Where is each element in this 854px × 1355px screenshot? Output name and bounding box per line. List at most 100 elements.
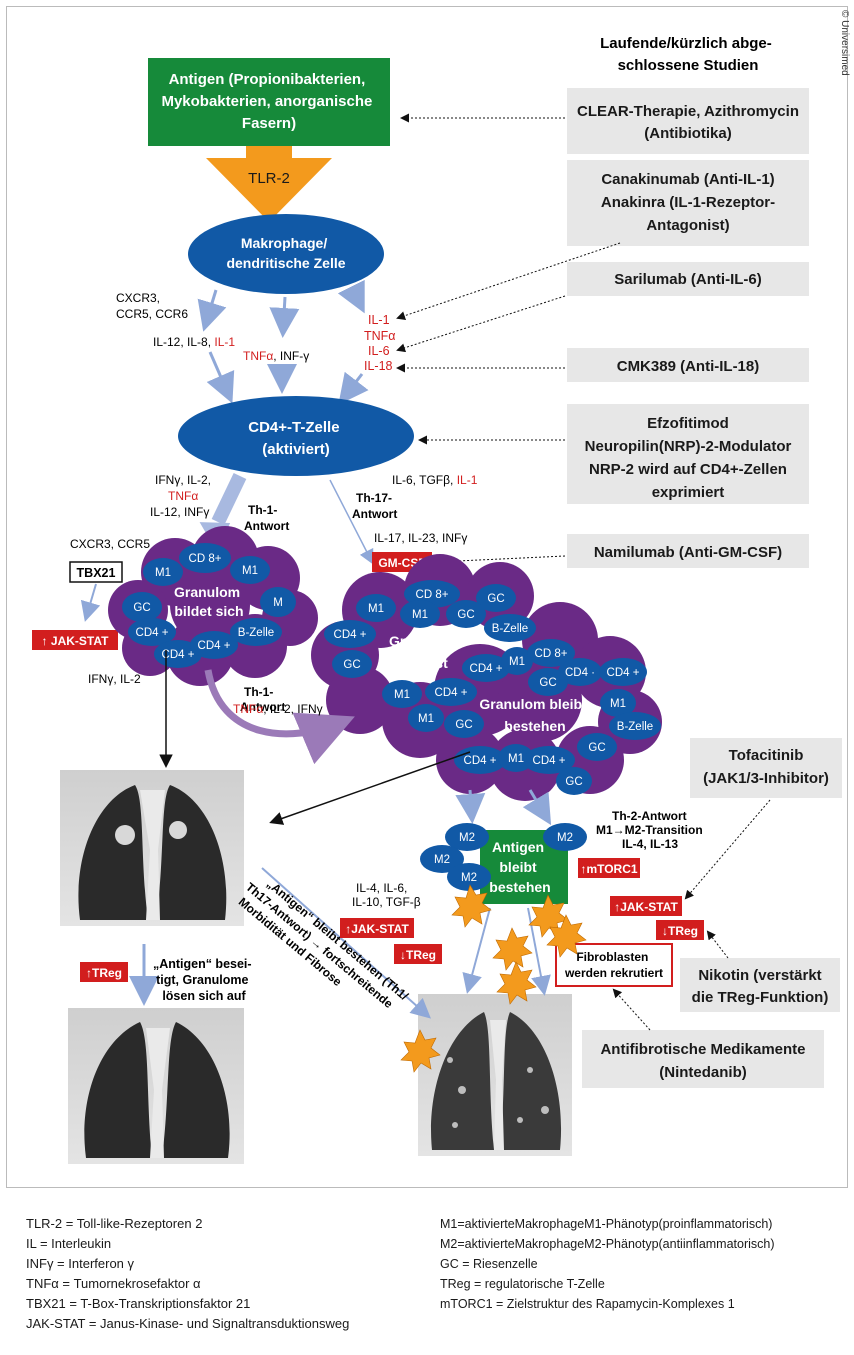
svg-text:CD4 +: CD4 +: [198, 640, 231, 652]
study-antifibrotic: Antifibrotische Medikamente(Nintedanib): [582, 1030, 824, 1088]
svg-text:CLEAR-Therapie, Azithromycin(A: CLEAR-Therapie, Azithromycin(Antibiotika…: [577, 103, 799, 142]
svg-text:GC: GC: [457, 609, 474, 621]
cytokines-left: IL-12, IL-8, IL-1: [153, 335, 235, 349]
svg-text:M2: M2: [557, 832, 573, 844]
ifn-il2-label: IFNγ, IL-2: [88, 672, 141, 686]
fibroblasts-label: Fibroblasten werden rekrutiert: [564, 950, 663, 980]
svg-text:CD4 +: CD4 +: [334, 629, 367, 641]
studies-heading: Laufende/kürzlich abge- schlossene Studi…: [600, 35, 776, 74]
macrophage-cell: [188, 214, 384, 294]
svg-text:CD4 +: CD4 +: [607, 667, 640, 679]
jak-stat-badge-right: [610, 896, 682, 916]
treg-badge-left: [80, 962, 128, 982]
arrow-to-cd4-right: [338, 371, 369, 405]
svg-text:M1: M1: [418, 713, 434, 725]
legend-item: TNFα = Tumornekrosefaktor α: [26, 1276, 201, 1291]
svg-text:CD4 +: CD4 +: [533, 755, 566, 767]
arrow-mac-right: [337, 279, 365, 314]
tbx21-box: [69, 561, 123, 583]
svg-text:CMK389 (Anti-IL-18): CMK389 (Anti-IL-18): [617, 358, 760, 375]
th1-cytokines: IFNγ, IL-2, TNFα IL-12, INFγ: [150, 473, 214, 519]
tbx21-arrow: [80, 583, 101, 622]
study-clear: CLEAR-Therapie, Azithromycin(Antibiotika…: [567, 88, 809, 154]
svg-text:Canakinumab (Anti-IL-1)Anakinr: Canakinumab (Anti-IL-1)Anakinra (IL-1-Re…: [601, 171, 775, 234]
granuloma-left-cells: [122, 543, 296, 668]
svg-text:M: M: [273, 597, 283, 609]
fibrosis-burst-icons: [400, 884, 587, 1073]
svg-text:M1: M1: [509, 656, 525, 668]
svg-text:Sarilumab (Anti-IL-6): Sarilumab (Anti-IL-6): [614, 271, 762, 288]
granuloma-right-title: Granulom wächst: [389, 633, 459, 671]
legend-item: INFγ = Interferon γ: [26, 1256, 135, 1271]
tbx21-label: TBX21: [77, 566, 116, 580]
th1-curved-arrow: [204, 669, 355, 765]
antigen-persists-label: Antigen bleibt bestehen: [489, 839, 550, 895]
svg-text:GC: GC: [588, 742, 605, 754]
m2-cells: [420, 823, 587, 891]
svg-text:GC: GC: [565, 776, 582, 788]
arrow-mac-left: [197, 289, 227, 332]
th17-answer: Th-17- Antwort: [352, 491, 397, 521]
cd4-t-cell: [178, 396, 414, 476]
jak-stat-label-left: ↑ JAK-STAT: [42, 634, 110, 648]
svg-text:Tofacitinib(JAK1/3-Inhibitor): Tofacitinib(JAK1/3-Inhibitor): [703, 747, 829, 787]
jak-stat-label-right: ↑JAK-STAT: [614, 900, 678, 914]
svg-text:M1: M1: [610, 698, 626, 710]
arrow-to-lung-3b: [527, 907, 551, 996]
svg-text:M1: M1: [394, 689, 410, 701]
arrow-to-cd4-left: [206, 351, 235, 404]
study-canakinumab: Canakinumab (Anti-IL-1)Anakinra (IL-1-Re…: [567, 160, 809, 246]
antigen-removed-text: „Antigen“ besei- tigt, Granulome lösen s…: [153, 957, 255, 1003]
mtorc1-badge: [578, 858, 640, 878]
jak-stat-label-mid: ↑JAK-STAT: [345, 922, 409, 936]
svg-text:B-Zelle: B-Zelle: [238, 627, 274, 639]
svg-text:CD4 +: CD4 +: [162, 649, 195, 661]
study-pointers: [396, 113, 771, 1031]
treg-badge-mid: [394, 944, 442, 964]
svg-text:CD4 +: CD4 +: [136, 627, 169, 639]
svg-text:GC: GC: [539, 677, 556, 689]
svg-text:M2: M2: [434, 854, 450, 866]
th2-cytokines: IL-4, IL-6, IL-10, TGF-β: [352, 881, 421, 909]
legend-item: TBX21 = T-Box-Transkriptionsfaktor 21: [26, 1296, 251, 1311]
svg-text:GC: GC: [133, 602, 150, 614]
svg-text:M1: M1: [368, 603, 384, 615]
svg-text:GC: GC: [343, 659, 360, 671]
tlr2-arrow: [206, 146, 332, 222]
legend-right: M1=aktivierteMakrophageM1-Phänotyp(proin…: [440, 1214, 775, 1314]
svg-text:M1: M1: [508, 753, 524, 765]
lung-ct-image-1: [60, 770, 244, 926]
svg-text:CD 8+: CD 8+: [189, 553, 222, 565]
legend-item: JAK-STAT = Janus-Kinase- und Signaltrans…: [26, 1316, 350, 1331]
svg-text:CD4 +: CD4 +: [435, 687, 468, 699]
arrow-to-m2-left: [455, 789, 486, 824]
svg-text:CD 8+: CD 8+: [416, 589, 449, 601]
svg-text:M1: M1: [412, 609, 428, 621]
svg-text:CD4 ·: CD4 ·: [565, 667, 595, 679]
jak-stat-badge-mid: [340, 918, 414, 938]
study-sarilumab: Sarilumab (Anti-IL-6): [567, 262, 809, 296]
svg-text:M1: M1: [155, 567, 171, 579]
treg-badge-right: [656, 920, 704, 940]
antigen-box: [148, 58, 390, 146]
macrophage-label: Makrophage/ dendritische Zelle: [226, 235, 345, 271]
svg-text:M2: M2: [461, 872, 477, 884]
cytokines-mid: TNFα, INF-γ: [243, 349, 309, 363]
svg-text:GC: GC: [487, 593, 504, 605]
chemokines-top: CXCR3, CCR5, CCR6: [116, 291, 188, 321]
legend-item: M2=aktivierteMakrophageM2-Phänotyp(antii…: [440, 1237, 775, 1251]
th17-cytokines: IL-6, TGFβ, IL-1: [392, 473, 478, 487]
study-cmk389: CMK389 (Anti-IL-18): [567, 348, 809, 382]
treg-label-mid: ↓TReg: [400, 948, 436, 962]
svg-text:CD 8+: CD 8+: [535, 648, 568, 660]
jak-stat-badge-left: [32, 630, 118, 650]
antigen-box-label: Antigen (Propionibakterien, Mykobakterie…: [161, 71, 376, 132]
th1-thick-arrow: [211, 472, 247, 526]
legend-left: TLR-2 = Toll-like-Rezeptoren 2 IL = Inte…: [26, 1214, 349, 1334]
tlr2-label: TLR-2: [248, 170, 290, 187]
